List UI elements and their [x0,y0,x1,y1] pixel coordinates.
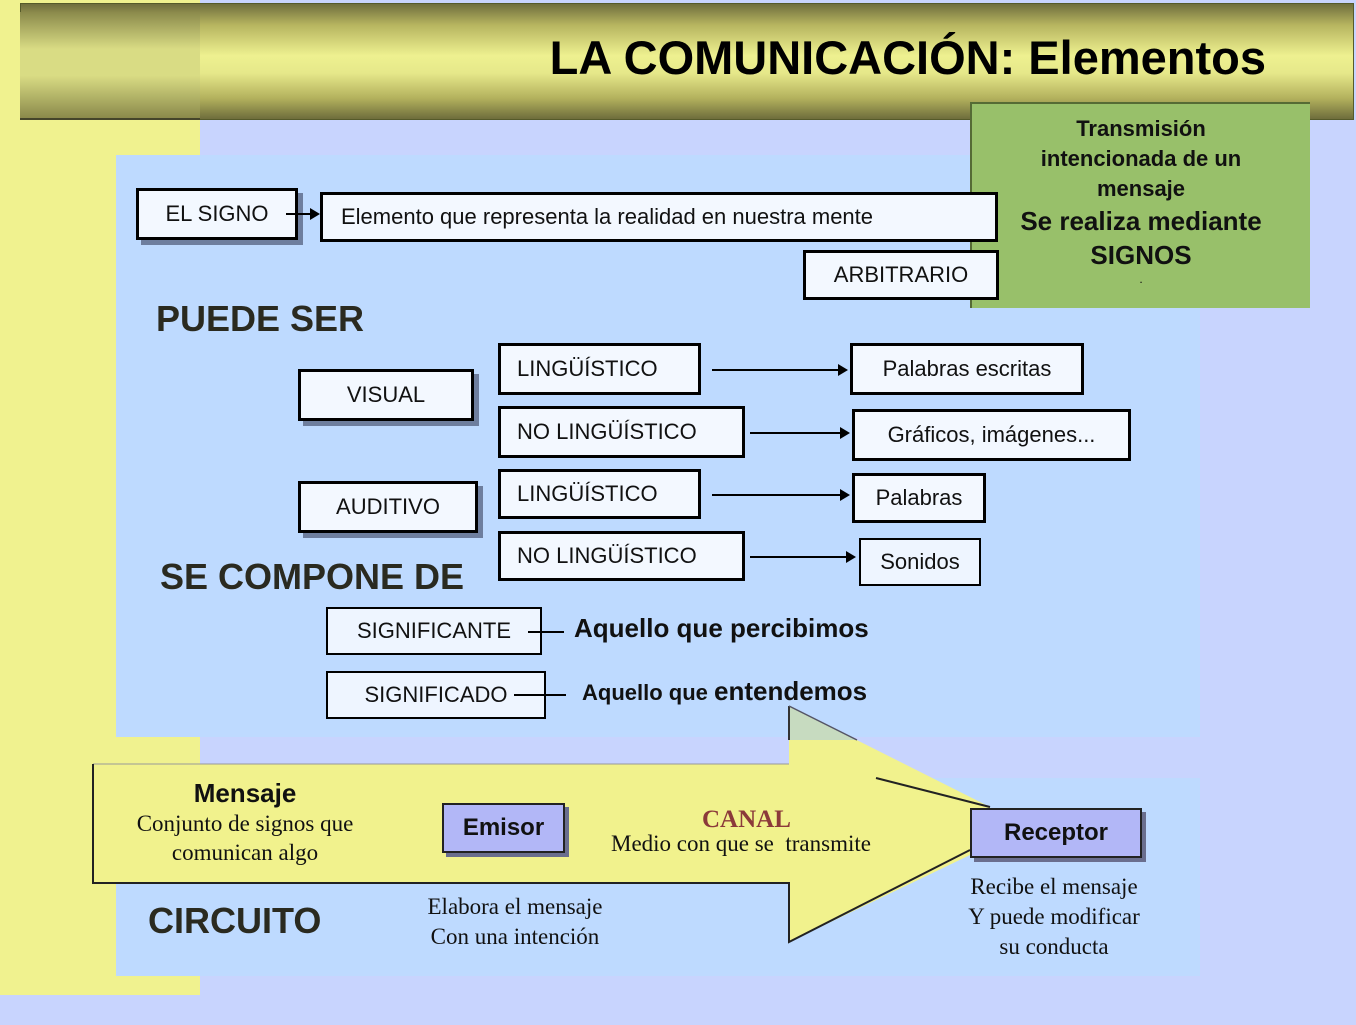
definition-line-1: Transmisión [1076,116,1206,141]
signo-definition-text: Elemento que representa la realidad en n… [341,204,874,229]
el-signo-box: EL SIGNO [136,188,298,240]
receptor-box: Receptor [970,808,1142,858]
definition-line-3: mensaje [1096,176,1186,201]
significante-box: SIGNIFICANTE [326,607,542,655]
significado-meaning-a: Aquello que [582,680,714,705]
receptor-description: Recibe el mensaje Y puede modificar su c… [940,872,1168,962]
auditivo-box: AUDITIVO [298,481,478,533]
visual-box: VISUAL [298,369,474,421]
canal-title: CANAL [702,806,791,833]
visual-no-linguistico-label: NO LINGÜÍSTICO [517,419,697,444]
auditivo-no-linguistico-box: NO LINGÜÍSTICO [498,531,745,581]
visual-linguistico-box: LINGÜÍSTICO [498,343,701,395]
graficos-box: Gráficos, imágenes... [852,409,1131,461]
visual-label: VISUAL [346,382,426,407]
signo-arrow-icon [286,208,320,220]
puede-ser-heading: PUEDE SER [156,298,365,339]
palabras-escritas-label: Palabras escritas [882,356,1052,381]
receptor-line-2: Y puede modificar [968,904,1140,929]
definition-line-4: Se realiza mediante [1020,206,1262,236]
emisor-box: Emisor [442,803,565,853]
canal-description: Medio con que se transmite [611,831,871,856]
circuito-heading: CIRCUITO [148,900,322,941]
receptor-line-3: su conducta [999,934,1109,959]
connector-line [514,694,566,696]
palabras-escritas-box: Palabras escritas [850,343,1084,395]
el-signo-label: EL SIGNO [165,201,269,226]
mensaje-line-1: Conjunto de signos que [136,811,354,836]
mensaje-block: Mensaje Conjunto de signos que comunican… [110,778,380,867]
receptor-line-1: Recibe el mensaje [970,874,1138,899]
significante-meaning: Aquello que percibimos [574,613,869,643]
signo-definition-box: Elemento que representa la realidad en n… [320,192,998,242]
auditivo-no-linguistico-label: NO LINGÜÍSTICO [517,543,697,568]
arrow-icon [750,551,856,563]
emisor-line-2: Con una intención [430,924,600,949]
title-bar-left-cap [20,12,200,120]
mensaje-line-2: comunican algo [171,840,319,865]
visual-no-linguistico-box: NO LINGÜÍSTICO [498,406,745,458]
emisor-label: Emisor [462,814,545,841]
sonidos-label: Sonidos [880,549,960,574]
significado-meaning-b: entendemos [714,676,868,706]
arrow-icon [712,364,848,376]
connector-line [528,631,564,633]
palabras-label: Palabras [875,485,963,510]
arbitrario-box: ARBITRARIO [803,250,999,300]
graficos-label: Gráficos, imágenes... [887,422,1096,447]
auditivo-linguistico-label: LINGÜÍSTICO [517,481,658,506]
mensaje-title: Mensaje [193,778,297,808]
significado-label: SIGNIFICADO [364,682,508,707]
definition-line-2: intencionada de un [1040,146,1242,171]
arrow-icon [712,489,850,501]
definition-box: Transmisión intencionada de un mensaje S… [970,102,1310,308]
emisor-line-1: Elabora el mensaje [427,894,603,919]
significado-meaning: Aquello que entendemos [582,676,867,707]
emisor-description: Elabora el mensaje Con una intención [400,892,630,952]
sonidos-box: Sonidos [859,538,981,586]
page-title: LA COMUNICACIÓN: Elementos [549,31,1266,84]
arbitrario-label: ARBITRARIO [833,262,969,287]
significante-label: SIGNIFICANTE [356,618,511,643]
visual-linguistico-label: LINGÜÍSTICO [517,356,658,381]
se-compone-de-heading: SE COMPONE DE [160,556,465,597]
arrow-icon [750,427,850,439]
auditivo-linguistico-box: LINGÜÍSTICO [498,469,701,519]
definition-dot: . [1139,272,1143,286]
title-bar [20,3,1354,120]
definition-line-5: SIGNOS [1090,240,1192,270]
significado-box: SIGNIFICADO [326,671,546,719]
receptor-label: Receptor [1003,819,1109,846]
auditivo-label: AUDITIVO [336,494,440,519]
palabras-box: Palabras [852,473,986,523]
